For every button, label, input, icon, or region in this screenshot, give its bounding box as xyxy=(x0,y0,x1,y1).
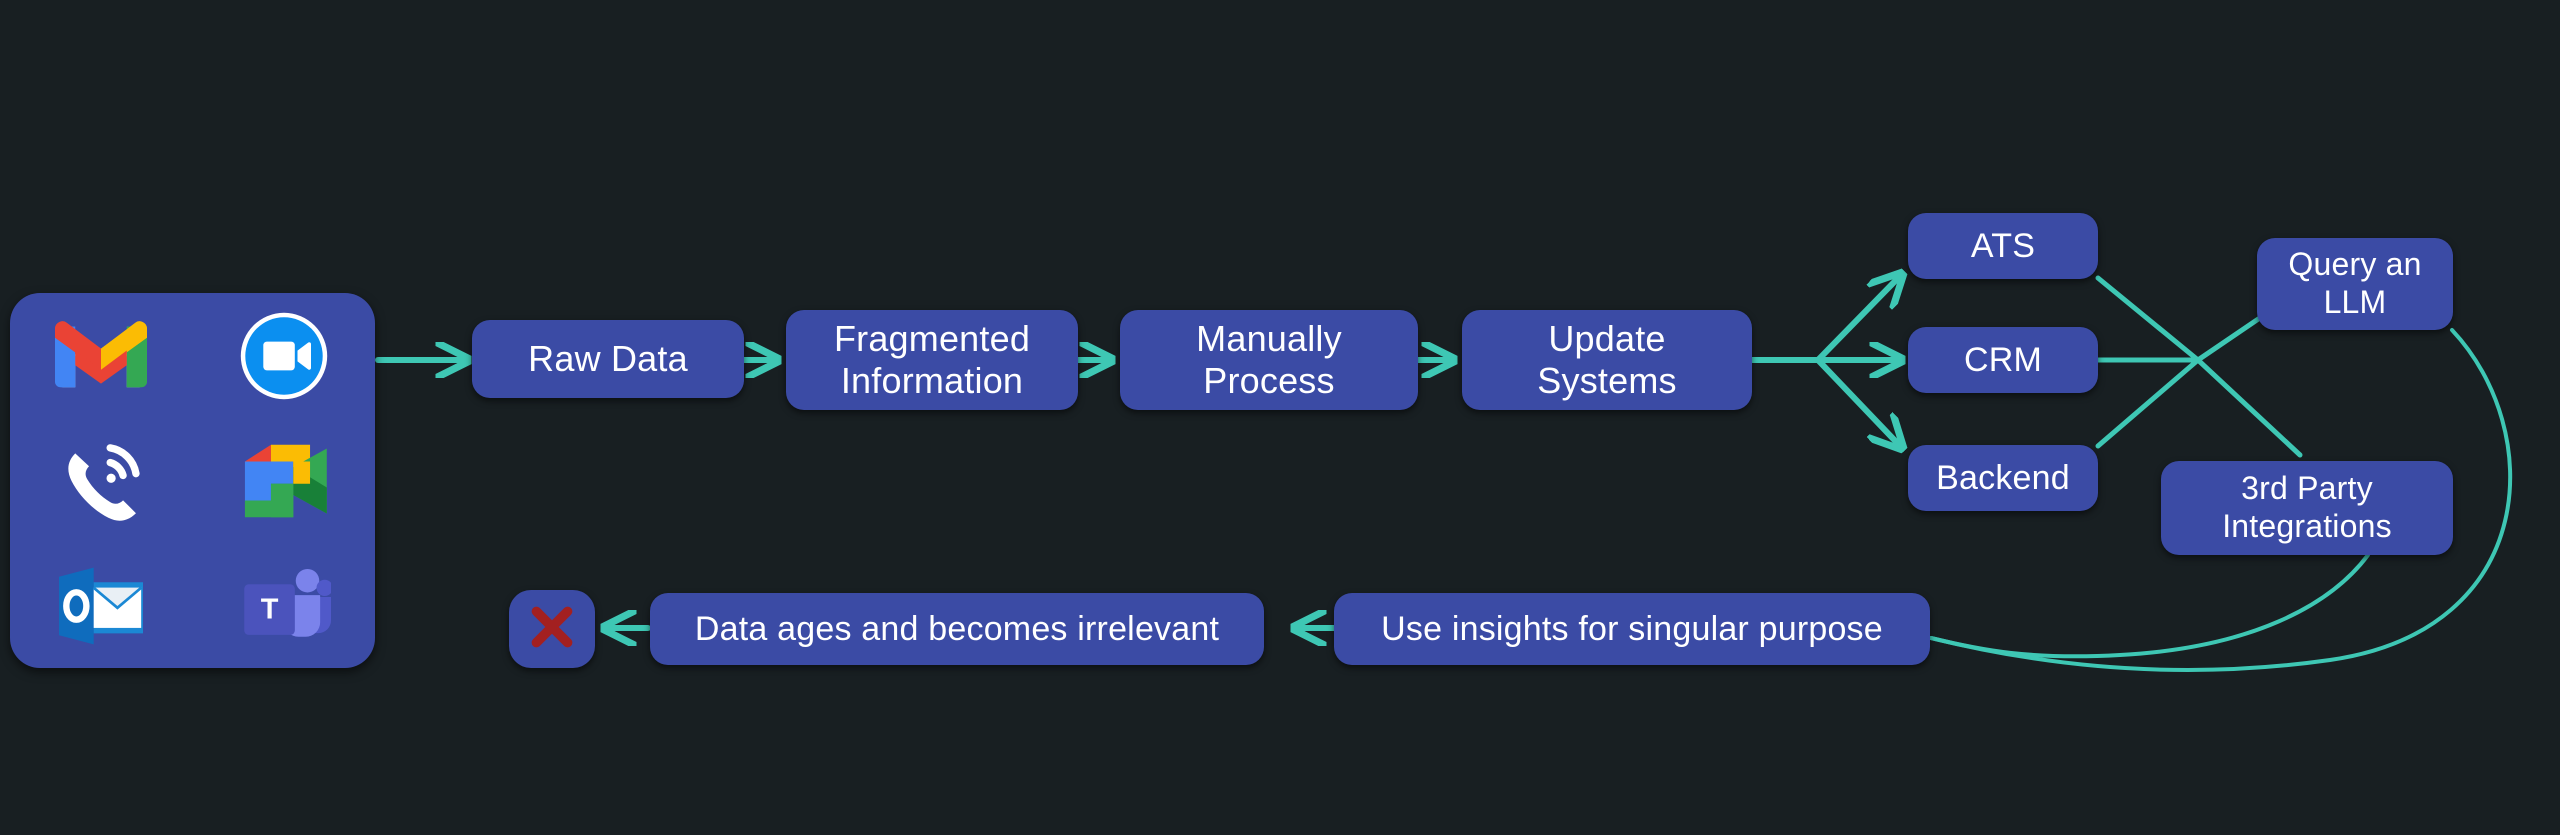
outlook-icon[interactable] xyxy=(53,558,149,654)
node-use-insights[interactable]: Use insights for singular purpose xyxy=(1334,593,1930,665)
svg-text:T: T xyxy=(260,593,278,625)
node-raw-data[interactable]: Raw Data xyxy=(472,320,744,398)
node-third-party-integrations[interactable]: 3rd Party Integrations xyxy=(2161,461,2453,555)
edge-thirdparty-useinsights xyxy=(1929,553,2370,659)
node-fragmented-information-label: Fragmented Information xyxy=(833,317,1031,401)
node-fragmented-information[interactable]: Fragmented Information xyxy=(786,310,1078,410)
node-raw-data-label: Raw Data xyxy=(528,337,688,379)
google-meet-icon[interactable] xyxy=(236,433,332,529)
node-backend-label: Backend xyxy=(1936,458,2070,497)
edge-backend-join xyxy=(2095,357,2201,449)
edge-thirdparty-join xyxy=(2195,357,2303,458)
edge-fork-ats xyxy=(1815,274,1902,363)
node-data-ages-label: Data ages and becomes irrelevant xyxy=(694,609,1220,648)
node-third-party-integrations-label: 3rd Party Integrations xyxy=(2222,470,2392,544)
gmail-icon[interactable] xyxy=(53,308,149,404)
node-failure-badge[interactable] xyxy=(509,590,595,668)
node-use-insights-label: Use insights for singular purpose xyxy=(1381,609,1883,648)
node-query-an-llm[interactable]: Query an LLM xyxy=(2257,238,2453,330)
node-ats-label: ATS xyxy=(1970,226,2036,265)
node-backend[interactable]: Backend xyxy=(1908,445,2098,511)
node-query-an-llm-label: Query an LLM xyxy=(2288,246,2422,320)
communication-apps-panel[interactable]: T xyxy=(10,293,375,668)
edge-ats-thirdparty xyxy=(2095,275,2201,363)
node-ats[interactable]: ATS xyxy=(1908,213,2098,279)
microsoft-teams-icon[interactable]: T xyxy=(236,558,332,654)
node-manually-process-label: Manually Process xyxy=(1196,317,1342,401)
zoom-icon[interactable] xyxy=(236,308,332,404)
node-crm-label: CRM xyxy=(1963,340,2043,379)
edge-fork-backend xyxy=(1815,357,1902,448)
x-mark-icon xyxy=(526,601,578,658)
node-update-systems-label: Update Systems xyxy=(1537,317,1677,401)
node-manually-process[interactable]: Manually Process xyxy=(1120,310,1418,410)
node-update-systems[interactable]: Update Systems xyxy=(1462,310,1752,410)
phone-icon[interactable] xyxy=(53,433,149,529)
node-data-ages[interactable]: Data ages and becomes irrelevant xyxy=(650,593,1264,665)
node-crm[interactable]: CRM xyxy=(1908,327,2098,393)
